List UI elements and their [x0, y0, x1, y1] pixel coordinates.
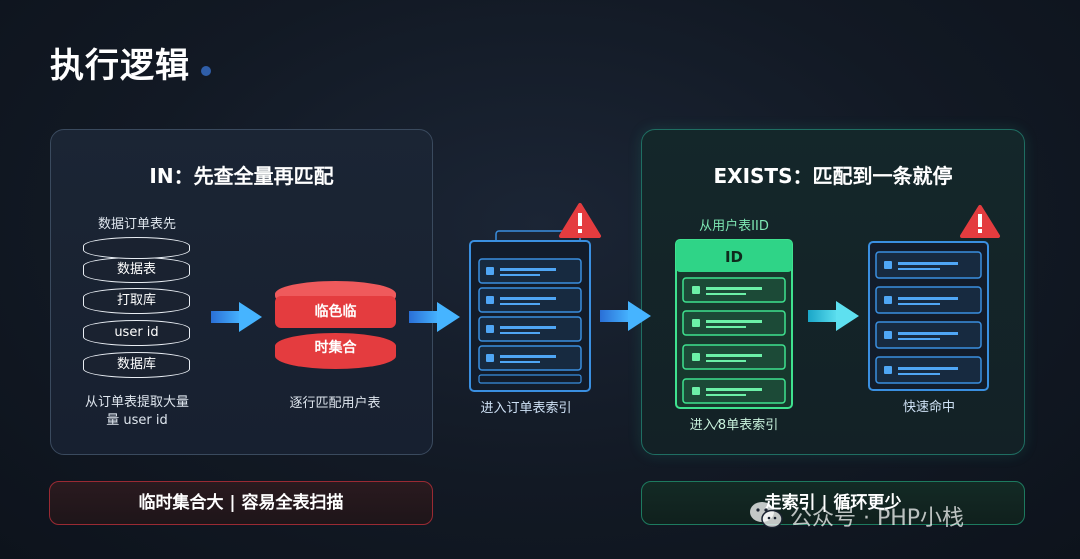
- warning-icon: [559, 203, 601, 238]
- index-caption: 进入订单表索引: [480, 401, 572, 416]
- page-title: 执行逻辑: [50, 46, 190, 86]
- user-caption: 从用户表IID: [699, 219, 769, 234]
- db-top-cap: [83, 237, 190, 259]
- fast-caption: 快速命中: [902, 400, 955, 415]
- temp-db-caption: 逐行匹配用户表: [289, 396, 381, 411]
- db-layer-2: 打取库: [83, 288, 190, 314]
- db-layer-1: 数据表: [83, 257, 190, 283]
- fast-index-doc: [868, 241, 989, 391]
- user-id-header: ID: [725, 248, 743, 266]
- title-dot: [201, 66, 211, 76]
- arrow-1: [211, 302, 262, 332]
- watermark-text: 公众号 · PHP小栈: [790, 506, 965, 531]
- db-footer-line1: 从订单表提取大量: [84, 395, 189, 410]
- wechat-icon: [750, 502, 783, 529]
- db-layer-3: user id: [83, 320, 190, 346]
- arrow-2: [409, 302, 460, 332]
- user-footer: 进入⁄8单表索引: [689, 418, 779, 433]
- user-id-table: ID: [675, 239, 793, 409]
- exists-panel-heading: EXISTS：匹配到一条就停: [713, 164, 953, 188]
- in-panel-heading: IN：先查全量再匹配: [149, 164, 334, 188]
- arrow-4: [808, 301, 859, 331]
- exists-summary-bar: 走索引 | 循环更少: [641, 481, 1025, 525]
- db-layer-4: 数据库: [83, 352, 190, 378]
- db-footer-line2: 量 user id: [106, 413, 168, 428]
- in-summary-bar: 临时集合大 | 容易全表扫描: [49, 481, 433, 525]
- order-index-doc: [469, 230, 591, 392]
- arrow-3: [600, 301, 651, 331]
- temp-db-body-1: 临色临: [275, 296, 396, 328]
- db-caption: 数据订单表先: [97, 217, 176, 232]
- warning-icon-right: [960, 205, 1000, 238]
- temp-db-body-2: 时集合: [275, 333, 396, 369]
